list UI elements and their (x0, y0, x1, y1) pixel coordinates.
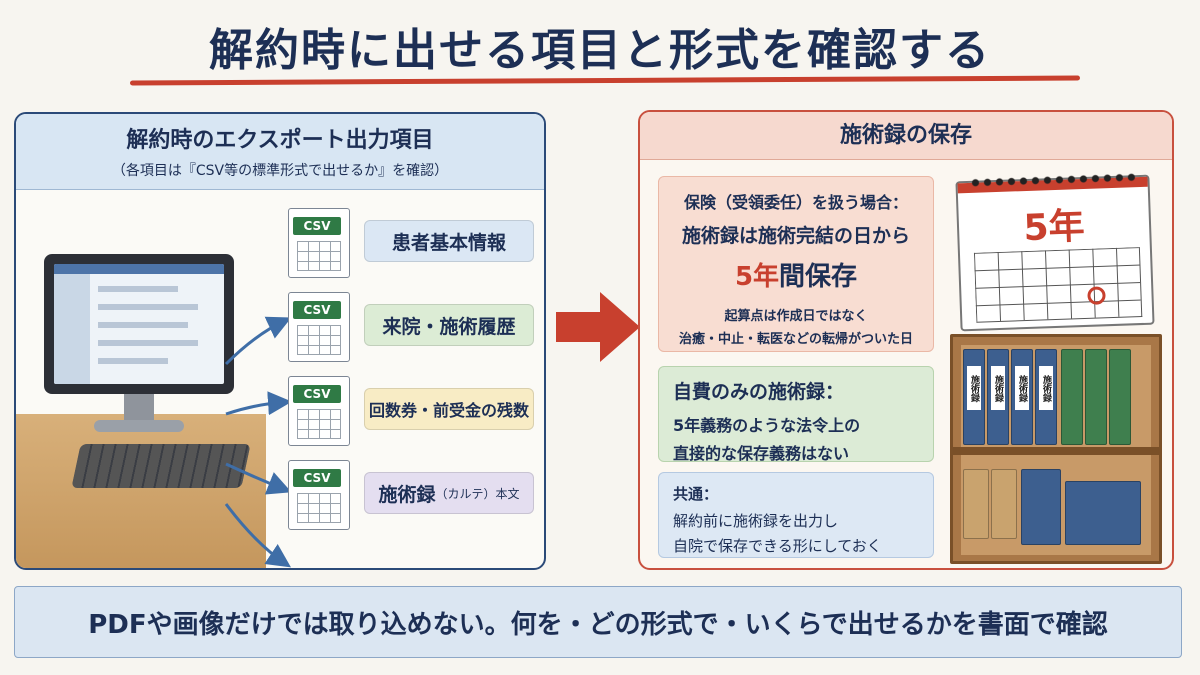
arrow-2 (225, 391, 292, 416)
common-line2: 自院で保存できる形にしておく (673, 537, 882, 555)
item-ticket-balance: 回数券・前受金の残数 (364, 388, 534, 430)
item-note: （カルテ）本文 (435, 486, 520, 501)
self-pay-line2: 直接的な保存義務はない (673, 444, 850, 463)
binder-icon (1109, 349, 1131, 445)
calendar-year: 5年 (1022, 205, 1086, 250)
item-visit-history: 来院・施術履歴 (364, 304, 534, 346)
item-label: 患者基本情報 (391, 231, 506, 254)
binder-icon: 施術録 (1011, 349, 1033, 445)
file-box-icon (991, 469, 1017, 539)
insurance-rule: 施術録は施術完結の日から (681, 225, 910, 247)
start-point-note: 起算点は作成日ではなく (724, 309, 868, 324)
binder-icon (1061, 349, 1083, 445)
self-pay-line1: 5年義務のような法令上の (673, 416, 861, 435)
export-items-subheading: （各項目は『CSV等の標準形式で出せるか』を確認） (111, 163, 449, 179)
bookshelf-icon: 施術録 施術録 施術録 施術録 (950, 334, 1162, 564)
item-patient-info: 患者基本情報 (364, 220, 534, 262)
csv-file-icon: CSV (288, 292, 350, 362)
self-pay-box: 自費のみの施術録： 5年義務のような法令上の 直接的な保存義務はない (658, 366, 934, 463)
file-box-icon (963, 469, 989, 539)
record-retention-panel: 施術録の保存 保険（受領委任）を扱う場合： 施術録は施術完結の日から 5年間保存… (638, 110, 1174, 570)
binder-icon: 施術録 (987, 349, 1009, 445)
calendar-icon: 5年 (955, 169, 1155, 332)
page-title: 解約時に出せる項目と形式を確認する (209, 25, 991, 76)
record-retention-heading: 施術録の保存 (640, 112, 1172, 160)
arrow-1 (224, 316, 292, 366)
monitor-stand (124, 394, 154, 424)
binder-icon (1085, 349, 1107, 445)
bottom-banner: PDFや画像だけでは取り込めない。何を・どの形式で・いくらで出せるかを書面で確認 (14, 586, 1182, 658)
csv-file-icon: CSV (288, 460, 350, 530)
item-label: 施術録 (378, 483, 436, 506)
binder-icon: 施術録 (1035, 349, 1057, 445)
big-right-arrow-icon (556, 292, 640, 362)
common-title: 共通： (673, 485, 719, 503)
export-items-heading: 解約時のエクスポート出力項目 (126, 128, 434, 153)
retention-period: 5年間保存 (659, 256, 933, 293)
csv-file-icon: CSV (288, 376, 350, 446)
retention-years: 5年 (734, 262, 780, 292)
insurance-retention-box: 保険（受領委任）を扱う場合： 施術録は施術完結の日から 5年間保存 起算点は作成… (658, 176, 934, 352)
file-box-icon (1021, 469, 1061, 545)
desk (16, 414, 266, 568)
csv-file-icon: CSV (288, 208, 350, 278)
item-label: 来院・施術履歴 (382, 315, 516, 338)
self-pay-title: 自費のみの施術録： (673, 381, 845, 403)
monitor-base (94, 420, 184, 432)
common-box: 共通： 解約前に施術録を出力し 自院で保存できる形にしておく (658, 472, 934, 558)
monitor-screen (54, 264, 224, 384)
export-arrows (224, 316, 292, 568)
csv-tag: CSV (293, 469, 341, 487)
arrow-3 (225, 462, 292, 495)
item-treatment-record: 施術録（カルテ）本文 (364, 472, 534, 514)
common-line1: 解約前に施術録を出力し (673, 512, 839, 530)
insurance-condition: 保険（受領委任）を扱う場合： (683, 193, 908, 212)
retention-suffix: 間保存 (779, 262, 858, 292)
export-items-header: 解約時のエクスポート出力項目 （各項目は『CSV等の標準形式で出せるか』を確認） (16, 114, 544, 190)
start-point-detail: 治癒・中止・転医などの転帰がついた日 (678, 332, 913, 347)
binder-icon: 施術録 (963, 349, 985, 445)
computer-monitor-icon (44, 254, 234, 394)
storage-box-icon (1065, 481, 1141, 545)
csv-tag: CSV (293, 217, 341, 235)
csv-tag: CSV (293, 385, 341, 403)
item-label: 回数券・前受金の残数 (368, 401, 529, 420)
calendar-grid (973, 247, 1143, 323)
export-items-panel: 解約時のエクスポート出力項目 （各項目は『CSV等の標準形式で出せるか』を確認）… (14, 112, 546, 570)
arrow-4 (224, 503, 291, 568)
csv-tag: CSV (293, 301, 341, 319)
